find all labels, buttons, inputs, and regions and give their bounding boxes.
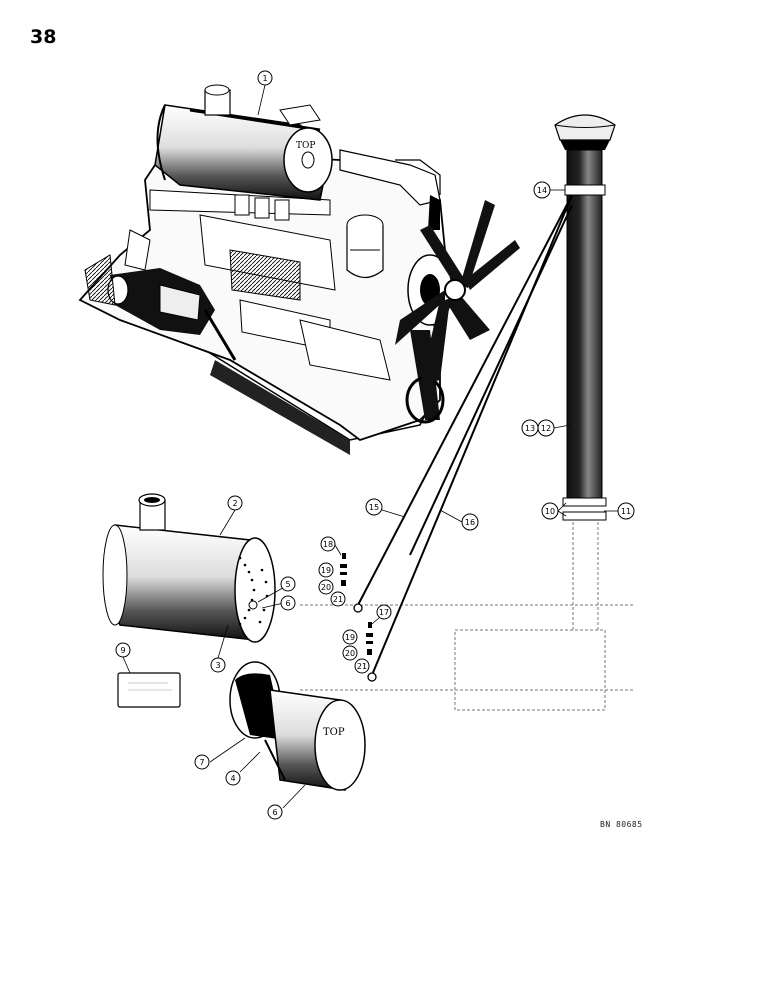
page-number: 38 xyxy=(30,26,57,48)
callout-21a: 21 xyxy=(330,591,346,607)
callout-14: 14 xyxy=(533,181,551,199)
callout-11-label: 11 xyxy=(621,507,631,516)
callout-16: 16 xyxy=(461,513,479,531)
callout-4: 4 xyxy=(225,770,241,786)
brace-rods xyxy=(353,194,573,682)
svg-text:TOP: TOP xyxy=(296,141,315,151)
callouts: 1 2 3 4 5 6 6 7 9 10 11 12 13 14 15 16 1… xyxy=(115,70,635,820)
figure-code: BN 80685 xyxy=(600,820,643,829)
callout-18-label: 18 xyxy=(323,540,333,549)
callout-15: 15 xyxy=(365,498,383,516)
callout-19b-label: 19 xyxy=(345,633,355,642)
callout-13-label: 13 xyxy=(525,424,535,433)
callout-19b: 19 xyxy=(342,629,358,645)
callout-12-label: 12 xyxy=(541,424,551,433)
callout-15-label: 15 xyxy=(369,503,379,512)
callout-19a-label: 19 xyxy=(321,566,331,575)
callout-11: 11 xyxy=(617,502,635,520)
callout-2: 2 xyxy=(227,495,243,511)
callout-9-label: 9 xyxy=(120,646,125,655)
callout-17: 17 xyxy=(376,604,392,620)
callout-19a: 19 xyxy=(318,562,334,578)
callout-4-label: 4 xyxy=(230,774,235,783)
callout-6-label: 6 xyxy=(285,599,290,608)
callout-1: 1 xyxy=(257,70,273,86)
callout-20b-label: 20 xyxy=(345,649,355,658)
air-cleaner-body xyxy=(102,493,276,643)
callout-21b: 21 xyxy=(354,658,370,674)
callout-20b: 20 xyxy=(342,645,358,661)
callout-6b-label: 6 xyxy=(272,808,277,817)
callout-16-label: 16 xyxy=(465,518,475,527)
fan-assembly xyxy=(395,200,520,385)
callout-14-label: 14 xyxy=(537,186,547,195)
hardware xyxy=(340,553,373,655)
callout-21a-label: 21 xyxy=(333,595,343,604)
element-and-cover: TOP xyxy=(229,661,366,791)
decal xyxy=(117,672,181,708)
callout-13: 13 xyxy=(521,419,539,437)
air-cleaner-mounted: TOP xyxy=(154,84,333,201)
callout-3: 3 xyxy=(210,657,226,673)
callout-12: 12 xyxy=(537,419,555,437)
callout-6: 6 xyxy=(280,595,296,611)
callout-2-label: 2 xyxy=(232,499,237,508)
callout-10: 10 xyxy=(541,502,559,520)
callout-1-label: 1 xyxy=(262,74,267,83)
callout-5-label: 5 xyxy=(285,580,290,589)
engine-assembly: TOP xyxy=(78,84,520,455)
intake-stack xyxy=(300,114,635,711)
callout-7-label: 7 xyxy=(199,758,204,767)
callout-20a: 20 xyxy=(318,579,334,595)
svg-text:TOP: TOP xyxy=(323,727,345,738)
callout-21b-label: 21 xyxy=(357,662,367,671)
callout-10-label: 10 xyxy=(545,507,555,516)
callout-9: 9 xyxy=(115,642,131,658)
callout-3-label: 3 xyxy=(215,661,220,670)
callout-17-label: 17 xyxy=(379,608,389,617)
callout-7: 7 xyxy=(194,754,210,770)
callout-5: 5 xyxy=(280,576,296,592)
callout-20a-label: 20 xyxy=(321,583,331,592)
callout-6b: 6 xyxy=(267,804,283,820)
callout-18: 18 xyxy=(320,536,336,552)
